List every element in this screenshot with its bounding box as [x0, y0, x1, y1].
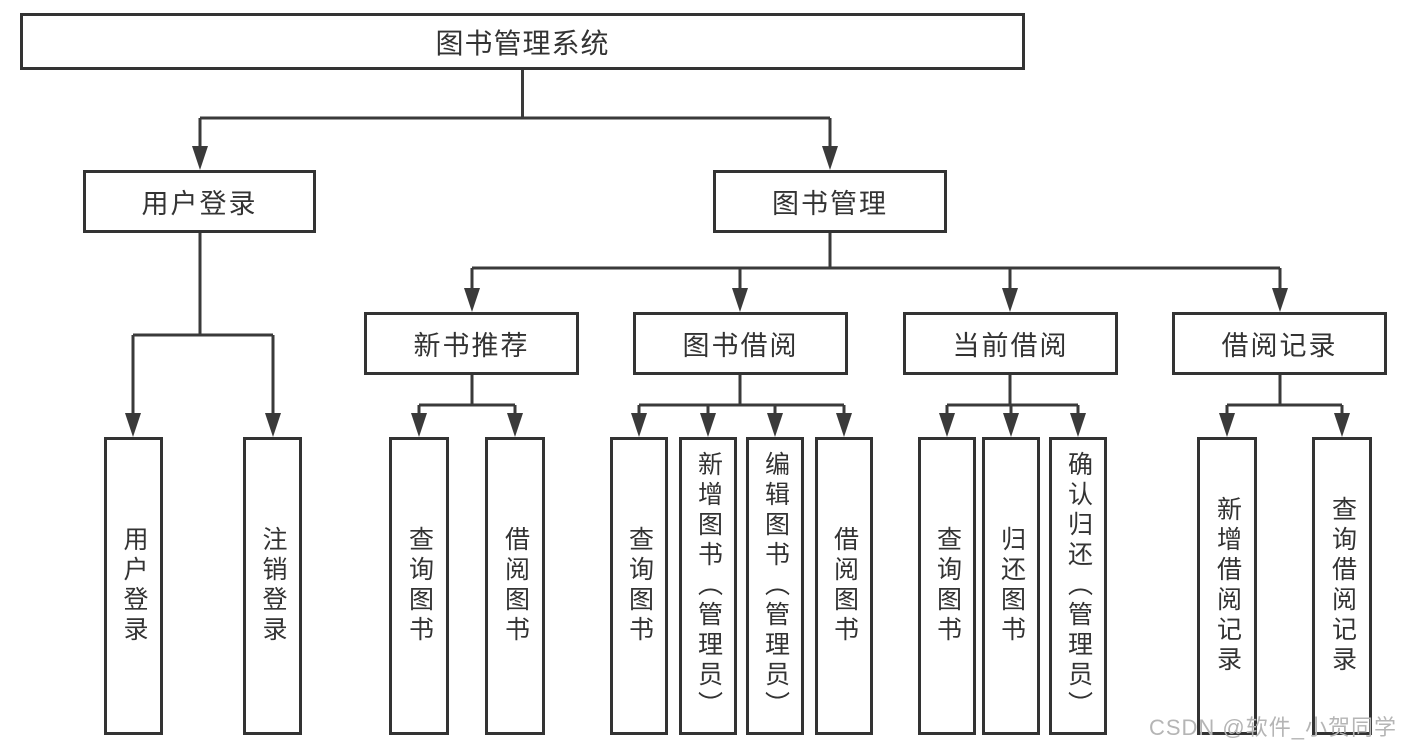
arrow-down-icon	[125, 413, 141, 437]
node-label: 新增借阅记录	[1213, 496, 1242, 676]
arrow-down-icon	[265, 413, 281, 437]
node-borrow-books-recommend: 借阅图书	[485, 437, 545, 735]
node-borrow-books: 借阅图书	[815, 437, 873, 735]
node-user-login: 用户登录	[104, 437, 163, 735]
node-borrow-records: 借阅记录	[1172, 312, 1387, 375]
node-user-login-group: 用户登录	[83, 170, 316, 233]
node-label: 图书管理系统	[435, 27, 610, 59]
arrowheads	[125, 146, 1350, 437]
node-query-books-recommend: 查询图书	[389, 437, 449, 735]
arrow-down-icon	[411, 413, 427, 437]
node-label: 归还图书	[997, 526, 1026, 646]
node-label: 图书管理	[772, 189, 888, 219]
node-label: 查询图书	[933, 526, 962, 646]
arrow-down-icon	[836, 413, 852, 437]
node-query-books-borrowing: 查询图书	[610, 437, 668, 735]
node-add-borrow-record: 新增借阅记录	[1197, 437, 1257, 735]
node-label: 查询图书	[625, 526, 654, 646]
arrow-down-icon	[700, 413, 716, 437]
arrow-down-icon	[631, 413, 647, 437]
node-label: 编辑图书（管理员）	[761, 451, 790, 721]
node-current-borrowing: 当前借阅	[903, 312, 1118, 375]
node-edit-book-admin: 编辑图书（管理员）	[746, 437, 804, 735]
node-label: 用户登录	[120, 526, 148, 646]
node-label: 新书推荐	[413, 331, 530, 361]
node-label: 借阅图书	[501, 526, 530, 646]
node-return-book: 归还图书	[982, 437, 1040, 735]
node-logout: 注销登录	[243, 437, 302, 735]
node-label: 新增图书（管理员）	[694, 451, 723, 721]
node-label: 查询借阅记录	[1328, 496, 1357, 676]
node-query-borrow-record: 查询借阅记录	[1312, 437, 1372, 735]
node-label: 确认归还（管理员）	[1064, 451, 1093, 721]
arrow-down-icon	[1070, 413, 1086, 437]
arrow-down-icon	[1334, 413, 1350, 437]
node-library-system: 图书管理系统	[20, 13, 1025, 70]
arrow-down-icon	[822, 146, 838, 170]
arrow-down-icon	[767, 413, 783, 437]
node-label: 图书借阅	[682, 331, 799, 361]
node-label: 借阅图书	[830, 526, 859, 646]
node-label: 查询图书	[405, 526, 434, 646]
node-new-book-recommend: 新书推荐	[364, 312, 579, 375]
node-label: 用户登录	[141, 189, 258, 219]
arrow-down-icon	[1002, 288, 1018, 312]
arrow-down-icon	[1272, 288, 1288, 312]
arrow-down-icon	[192, 146, 208, 170]
arrow-down-icon	[464, 288, 480, 312]
arrow-down-icon	[939, 413, 955, 437]
arrow-down-icon	[1003, 413, 1019, 437]
node-confirm-return-admin: 确认归还（管理员）	[1049, 437, 1107, 735]
node-book-borrowing: 图书借阅	[633, 312, 848, 375]
connector-path	[131, 70, 1344, 416]
arrow-down-icon	[507, 413, 523, 437]
node-label: 借阅记录	[1221, 331, 1338, 361]
node-query-books-current: 查询图书	[918, 437, 976, 735]
node-label: 当前借阅	[952, 331, 1069, 361]
node-label: 注销登录	[259, 526, 287, 646]
csdn-watermark: CSDN @软件_小贺同学	[1148, 715, 1397, 740]
arrow-down-icon	[1219, 413, 1235, 437]
node-add-book-admin: 新增图书（管理员）	[679, 437, 737, 735]
arrow-down-icon	[732, 288, 748, 312]
node-book-management: 图书管理	[713, 170, 947, 233]
